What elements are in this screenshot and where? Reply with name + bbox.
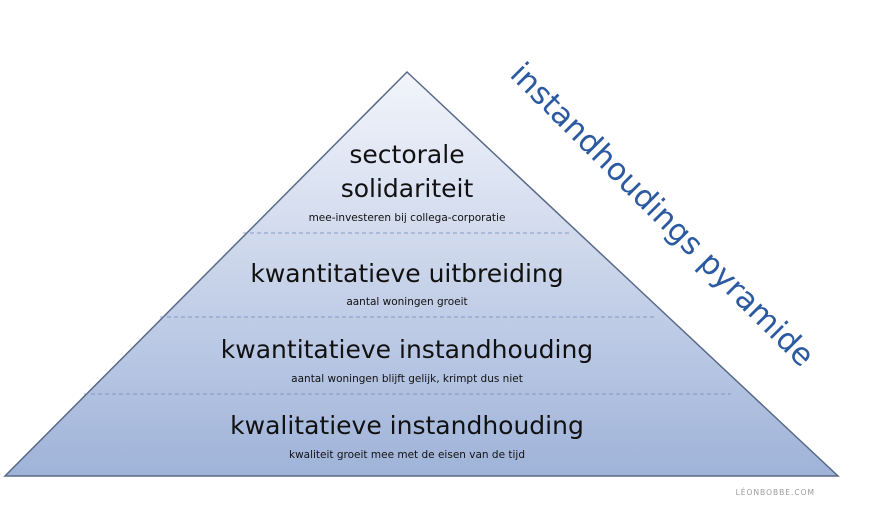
level-1-subtitle: mee-investeren bij collega-corporatie [309,212,506,224]
pyramid-level-1: sectorale solidariteit mee-investeren bi… [309,140,506,224]
watermark: LÉONBOBBE.COM [736,488,815,497]
level-2-title: kwantitatieve uitbreiding [250,259,563,288]
pyramid-shape [3,70,840,477]
level-3-subtitle: aantal woningen blijft gelijk, krimpt du… [291,373,523,385]
level-2-subtitle: aantal woningen groeit [346,296,467,308]
level-3-title: kwantitatieve instandhouding [221,335,593,364]
level-1-title-line-1: sectorale [349,140,464,169]
level-1-title-line-2: solidariteit [341,174,474,203]
pyramid-level-4: kwalitatieve instandhouding kwaliteit gr… [230,411,584,461]
level-4-title: kwalitatieve instandhouding [230,411,584,440]
pyramid-level-2: kwantitatieve uitbreiding aantal woninge… [250,259,563,308]
level-4-subtitle: kwaliteit groeit mee met de eisen van de… [289,449,525,461]
pyramid-level-3: kwantitatieve instandhouding aantal woni… [221,335,593,385]
